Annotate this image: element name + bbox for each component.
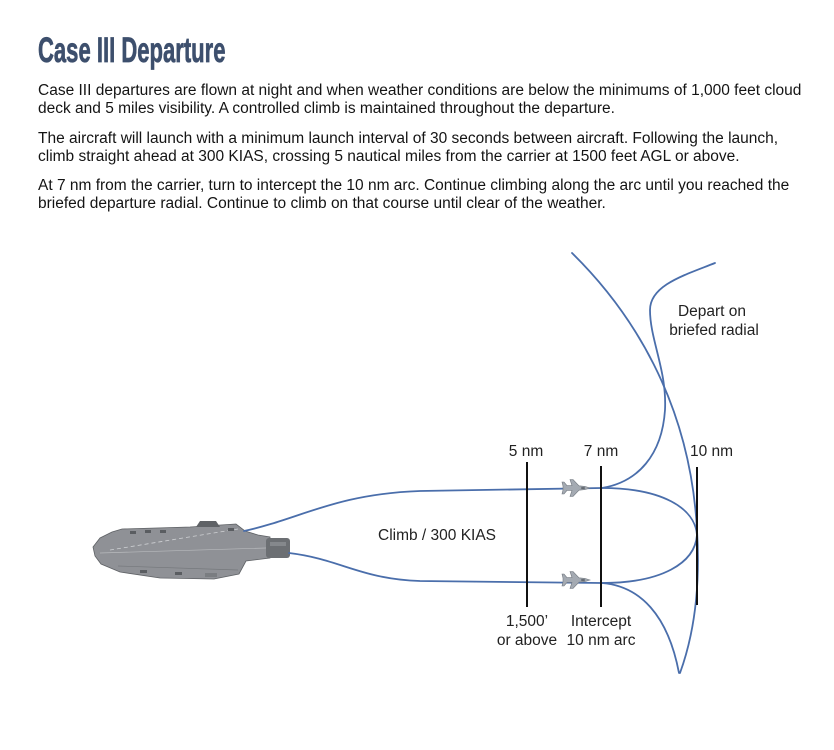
carrier-island [196, 521, 220, 527]
text-line: The aircraft will launch with a minimum … [38, 129, 779, 147]
arc-paragraph: At 7 nm from the carrier, turn to interc… [38, 177, 828, 213]
text-line: deck and 5 miles visibility. A controlle… [38, 100, 615, 117]
lower-climb-track [288, 552, 603, 584]
altitude-label-line1: 1,500’ [506, 613, 548, 630]
seven-nm-label: 7 nm [584, 443, 618, 460]
carrier-hull [92, 523, 271, 580]
lower-departure-track [601, 582, 680, 674]
depart-label-line2: briefed radial [669, 322, 759, 339]
ten-nm-label: 10 nm [690, 443, 733, 460]
carrier-stern-highlight [270, 542, 286, 546]
carrier-parked-aircraft [130, 531, 136, 534]
carrier-stern [266, 538, 290, 558]
carrier-parked-aircraft [145, 530, 151, 533]
aircraft-carrier-icon [92, 521, 290, 580]
jet-aircraft-icon [561, 571, 591, 589]
intercept-label-line2: 10 nm arc [567, 632, 636, 649]
launch-paragraph: The aircraft will launch with a minimum … [38, 130, 828, 166]
upper-climb-track [243, 487, 603, 532]
page-title: Case III Departure [38, 31, 226, 70]
upper-aircraft [561, 479, 591, 497]
text-line: climb straight ahead at 300 KIAS, crossi… [38, 147, 740, 165]
carrier-parked-aircraft [140, 570, 147, 573]
carrier-parked-aircraft [160, 530, 166, 533]
lower-aircraft [561, 571, 591, 589]
climb-label: Climb / 300 KIAS [378, 527, 496, 544]
altitude-label-line2: or above [497, 632, 557, 649]
upper-departure-track [601, 262, 716, 489]
carrier-parked-aircraft [175, 572, 182, 575]
text-line: briefed departure radial. Continue to cl… [38, 195, 606, 212]
jet-cockpit [580, 487, 586, 489]
depart-label-line1: Depart on [678, 303, 746, 320]
five-nm-label: 5 nm [509, 443, 543, 460]
intro-paragraph: Case III departures are flown at night a… [38, 82, 828, 118]
carrier-angled-deck-line [109, 528, 239, 551]
arc-join-track [601, 487, 698, 584]
jet-aircraft-icon [561, 479, 591, 497]
jet-cockpit [580, 579, 586, 581]
text-line: Case III departures are flown at night a… [38, 82, 802, 99]
carrier-elevator [205, 573, 217, 577]
carrier-deck-edge [117, 565, 239, 571]
text-line: At 7 nm from the carrier, turn to interc… [38, 177, 790, 194]
intercept-label-line1: Intercept [571, 613, 632, 630]
carrier-parked-aircraft [228, 528, 234, 531]
carrier-centerline [99, 547, 267, 554]
body-text: Case III departures are flown at night a… [38, 82, 828, 225]
ten-nm-arc [571, 252, 699, 674]
